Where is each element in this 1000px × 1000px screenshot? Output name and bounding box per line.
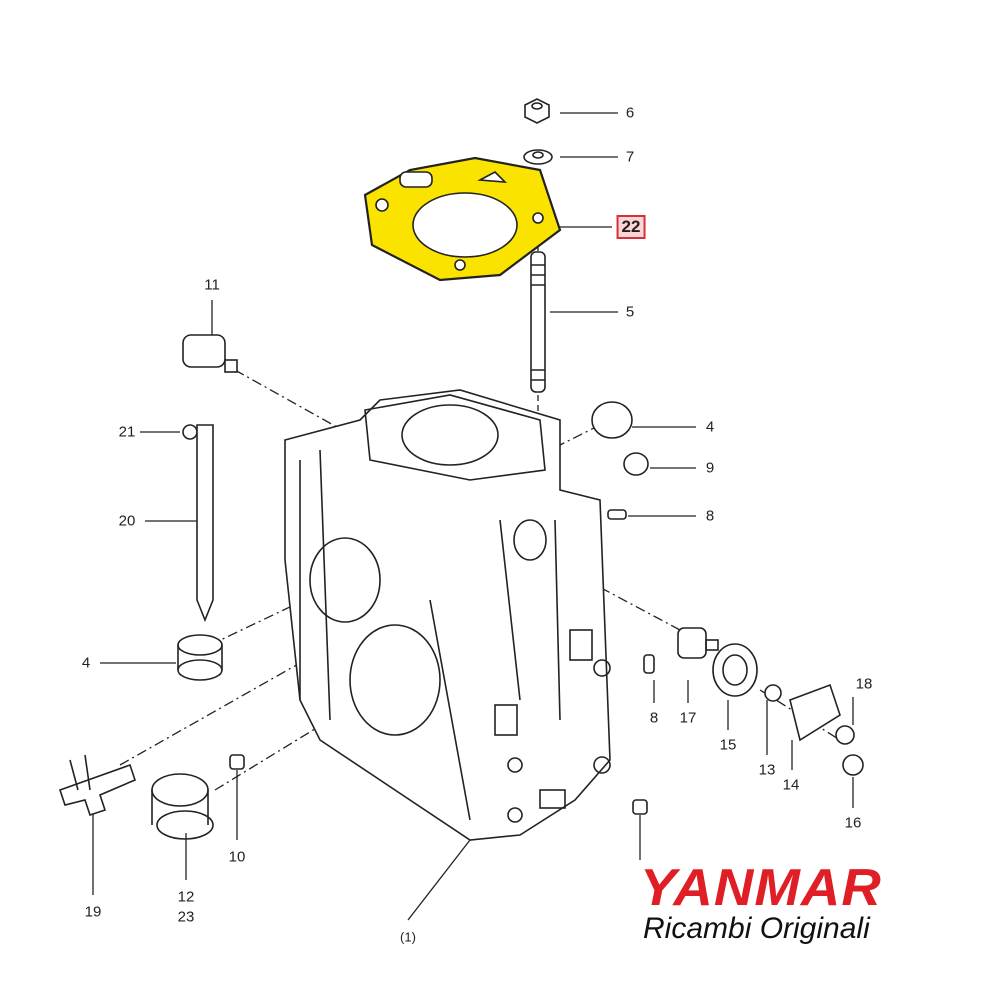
callout-12[interactable]: 12	[177, 888, 195, 906]
callout-7[interactable]: 7	[625, 148, 635, 166]
callout-23[interactable]: 23	[177, 908, 195, 926]
pin-8-lower[interactable]	[643, 654, 655, 674]
callout-21[interactable]: 21	[118, 423, 136, 441]
gasket-15[interactable]	[712, 643, 758, 697]
plug-lower[interactable]	[632, 799, 648, 815]
callout-16[interactable]: 16	[844, 814, 862, 832]
callout-20[interactable]: 20	[118, 512, 136, 530]
callout-15[interactable]: 15	[719, 736, 737, 754]
callout-13[interactable]: 13	[758, 761, 776, 779]
callout-8-right[interactable]: 8	[705, 507, 715, 525]
yanmar-logo: YANMAR	[640, 859, 882, 917]
cylinder-head-gasket[interactable]	[363, 156, 562, 282]
clip-21[interactable]	[182, 424, 198, 440]
nut-6[interactable]	[524, 98, 550, 124]
callout-22-highlighted[interactable]: 22	[616, 215, 646, 239]
fitting-17[interactable]	[677, 627, 719, 659]
cover-14[interactable]	[789, 683, 841, 742]
callout-17[interactable]: 17	[679, 709, 697, 727]
callout-8-lower[interactable]: 8	[649, 709, 659, 727]
callout-14[interactable]: 14	[782, 776, 800, 794]
callout-6[interactable]: 6	[625, 104, 635, 122]
callout-4-left[interactable]: 4	[81, 654, 91, 672]
washer-7[interactable]	[523, 149, 553, 165]
plug-9[interactable]	[623, 452, 649, 476]
bushing-12-23[interactable]	[151, 773, 214, 840]
callout-19[interactable]: 19	[84, 903, 102, 921]
nut-18[interactable]	[835, 725, 855, 745]
brand-tagline: Ricambi Originali	[643, 912, 870, 945]
callout-4-right[interactable]: 4	[705, 418, 715, 436]
plug-10[interactable]	[229, 754, 245, 770]
stud-5[interactable]	[530, 251, 546, 393]
pipe-20[interactable]	[196, 424, 214, 623]
callout-18[interactable]: 18	[855, 675, 873, 693]
tee-fitting-19[interactable]	[58, 754, 136, 817]
fitting-11[interactable]	[182, 334, 238, 373]
callout-1[interactable]: (1)	[400, 929, 416, 945]
washer-13[interactable]	[764, 684, 782, 702]
bushing-4-left[interactable]	[177, 634, 223, 681]
pin-8[interactable]	[607, 509, 627, 520]
callout-10[interactable]: 10	[228, 848, 246, 866]
plug-4-right[interactable]	[591, 401, 633, 439]
bolt-16[interactable]	[842, 754, 864, 776]
callout-9[interactable]: 9	[705, 459, 715, 477]
callout-11[interactable]: 11	[204, 276, 220, 294]
crankcase-1[interactable]	[284, 389, 611, 841]
callout-5[interactable]: 5	[625, 303, 635, 321]
